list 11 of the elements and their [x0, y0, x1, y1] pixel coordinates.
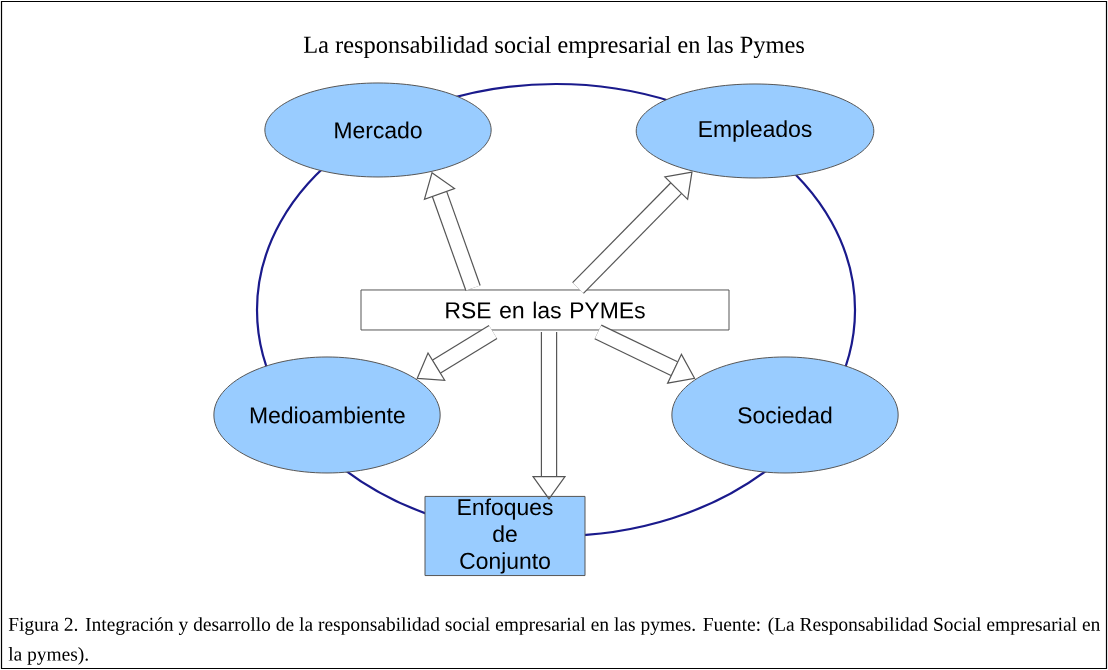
block-arrow — [594, 324, 696, 384]
ellipse-node: Sociedad — [671, 356, 899, 474]
ellipse-node: Mercado — [264, 82, 492, 178]
process-box: Enfoques de Conjunto — [424, 495, 586, 577]
title: La responsabilidad social empresarial en las Pymes — [303, 35, 804, 59]
block-arrow — [572, 171, 693, 294]
block-arrow — [416, 325, 498, 381]
ellipse-node: Medioambiente — [213, 356, 441, 474]
process-box: RSE en las PYMEs — [360, 289, 730, 331]
ellipse-node: Empleados — [635, 83, 875, 179]
caption: Figura 2. Integración y desarrollo de la responsabilidad social empresarial en las pymes. Fuente: (La Responsabilidad Social empresarial en la pymes). — [8, 617, 1101, 665]
